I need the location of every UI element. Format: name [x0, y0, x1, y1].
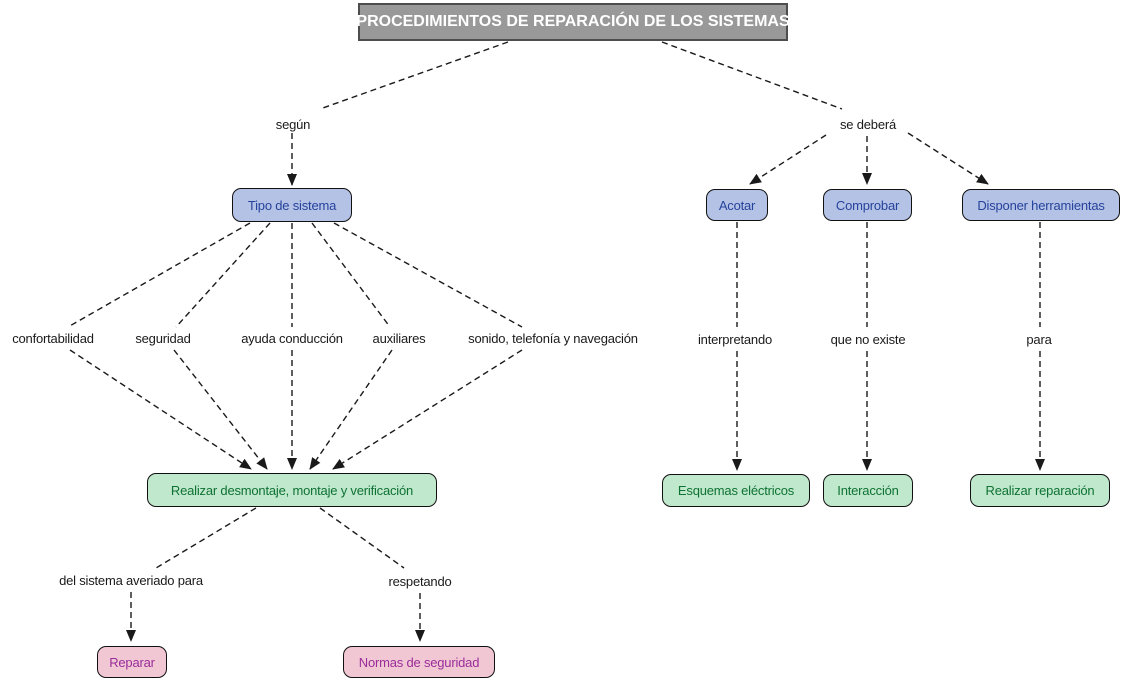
edge-seguridad-desmontaje — [173, 349, 268, 470]
edge-se-debera-acotar — [749, 134, 827, 185]
link-label-interpretando: interpretando — [697, 332, 773, 347]
node-interaccion: Interacción — [823, 474, 913, 507]
node-title: PROCEDIMIENTOS DE REPARACIÓN DE LOS SIST… — [356, 3, 790, 41]
link-label-seguridad: seguridad — [135, 331, 191, 346]
link-label-confortabilidad: confortabilidad — [12, 331, 94, 346]
edge-desmontaje-del-sistema — [155, 507, 257, 569]
node-realizar-desmontaje: Realizar desmontaje, montaje y verificac… — [147, 473, 437, 507]
link-label-ayuda-conduccion: ayuda conducción — [241, 331, 343, 346]
link-label-que-no-existe: que no existe — [830, 332, 906, 347]
link-label-auxiliares: auxiliares — [372, 331, 426, 346]
edge-desmontaje-respetando — [319, 507, 405, 569]
node-realizar-reparacion: Realizar reparación — [970, 474, 1110, 507]
edge-se-debera-disponer — [907, 132, 989, 185]
edge-confortabilidad-desmontaje — [69, 349, 252, 470]
link-label-segun: según — [275, 117, 311, 132]
link-label-del-sistema-averiado: del sistema averiado para — [59, 573, 203, 588]
edge-tipo-confortabilidad — [67, 222, 251, 328]
node-tipo-de-sistema: Tipo de sistema — [232, 188, 352, 222]
edge-tipo-sonido — [333, 222, 523, 328]
link-label-sonido-telefonia: sonido, telefonía y navegación — [468, 331, 638, 346]
edge-tipo-seguridad — [175, 222, 271, 328]
edge-title-segun — [319, 41, 509, 110]
edge-sonido-desmontaje — [332, 349, 523, 470]
node-esquemas-electricos: Esquemas eléctricos — [662, 474, 810, 507]
node-normas-de-seguridad: Normas de seguridad — [343, 646, 495, 678]
link-label-se-debera: se deberá — [839, 117, 897, 132]
node-reparar: Reparar — [97, 646, 167, 678]
node-disponer-herramientas: Disponer herramientas — [962, 189, 1120, 221]
link-label-respetando: respetando — [388, 574, 452, 589]
edge-title-se-debera — [661, 41, 843, 110]
edge-auxiliares-desmontaje — [309, 349, 393, 470]
link-label-para: para — [1026, 332, 1052, 347]
edge-tipo-auxiliares — [311, 222, 391, 328]
node-comprobar: Comprobar — [823, 189, 912, 221]
node-acotar: Acotar — [706, 189, 768, 221]
